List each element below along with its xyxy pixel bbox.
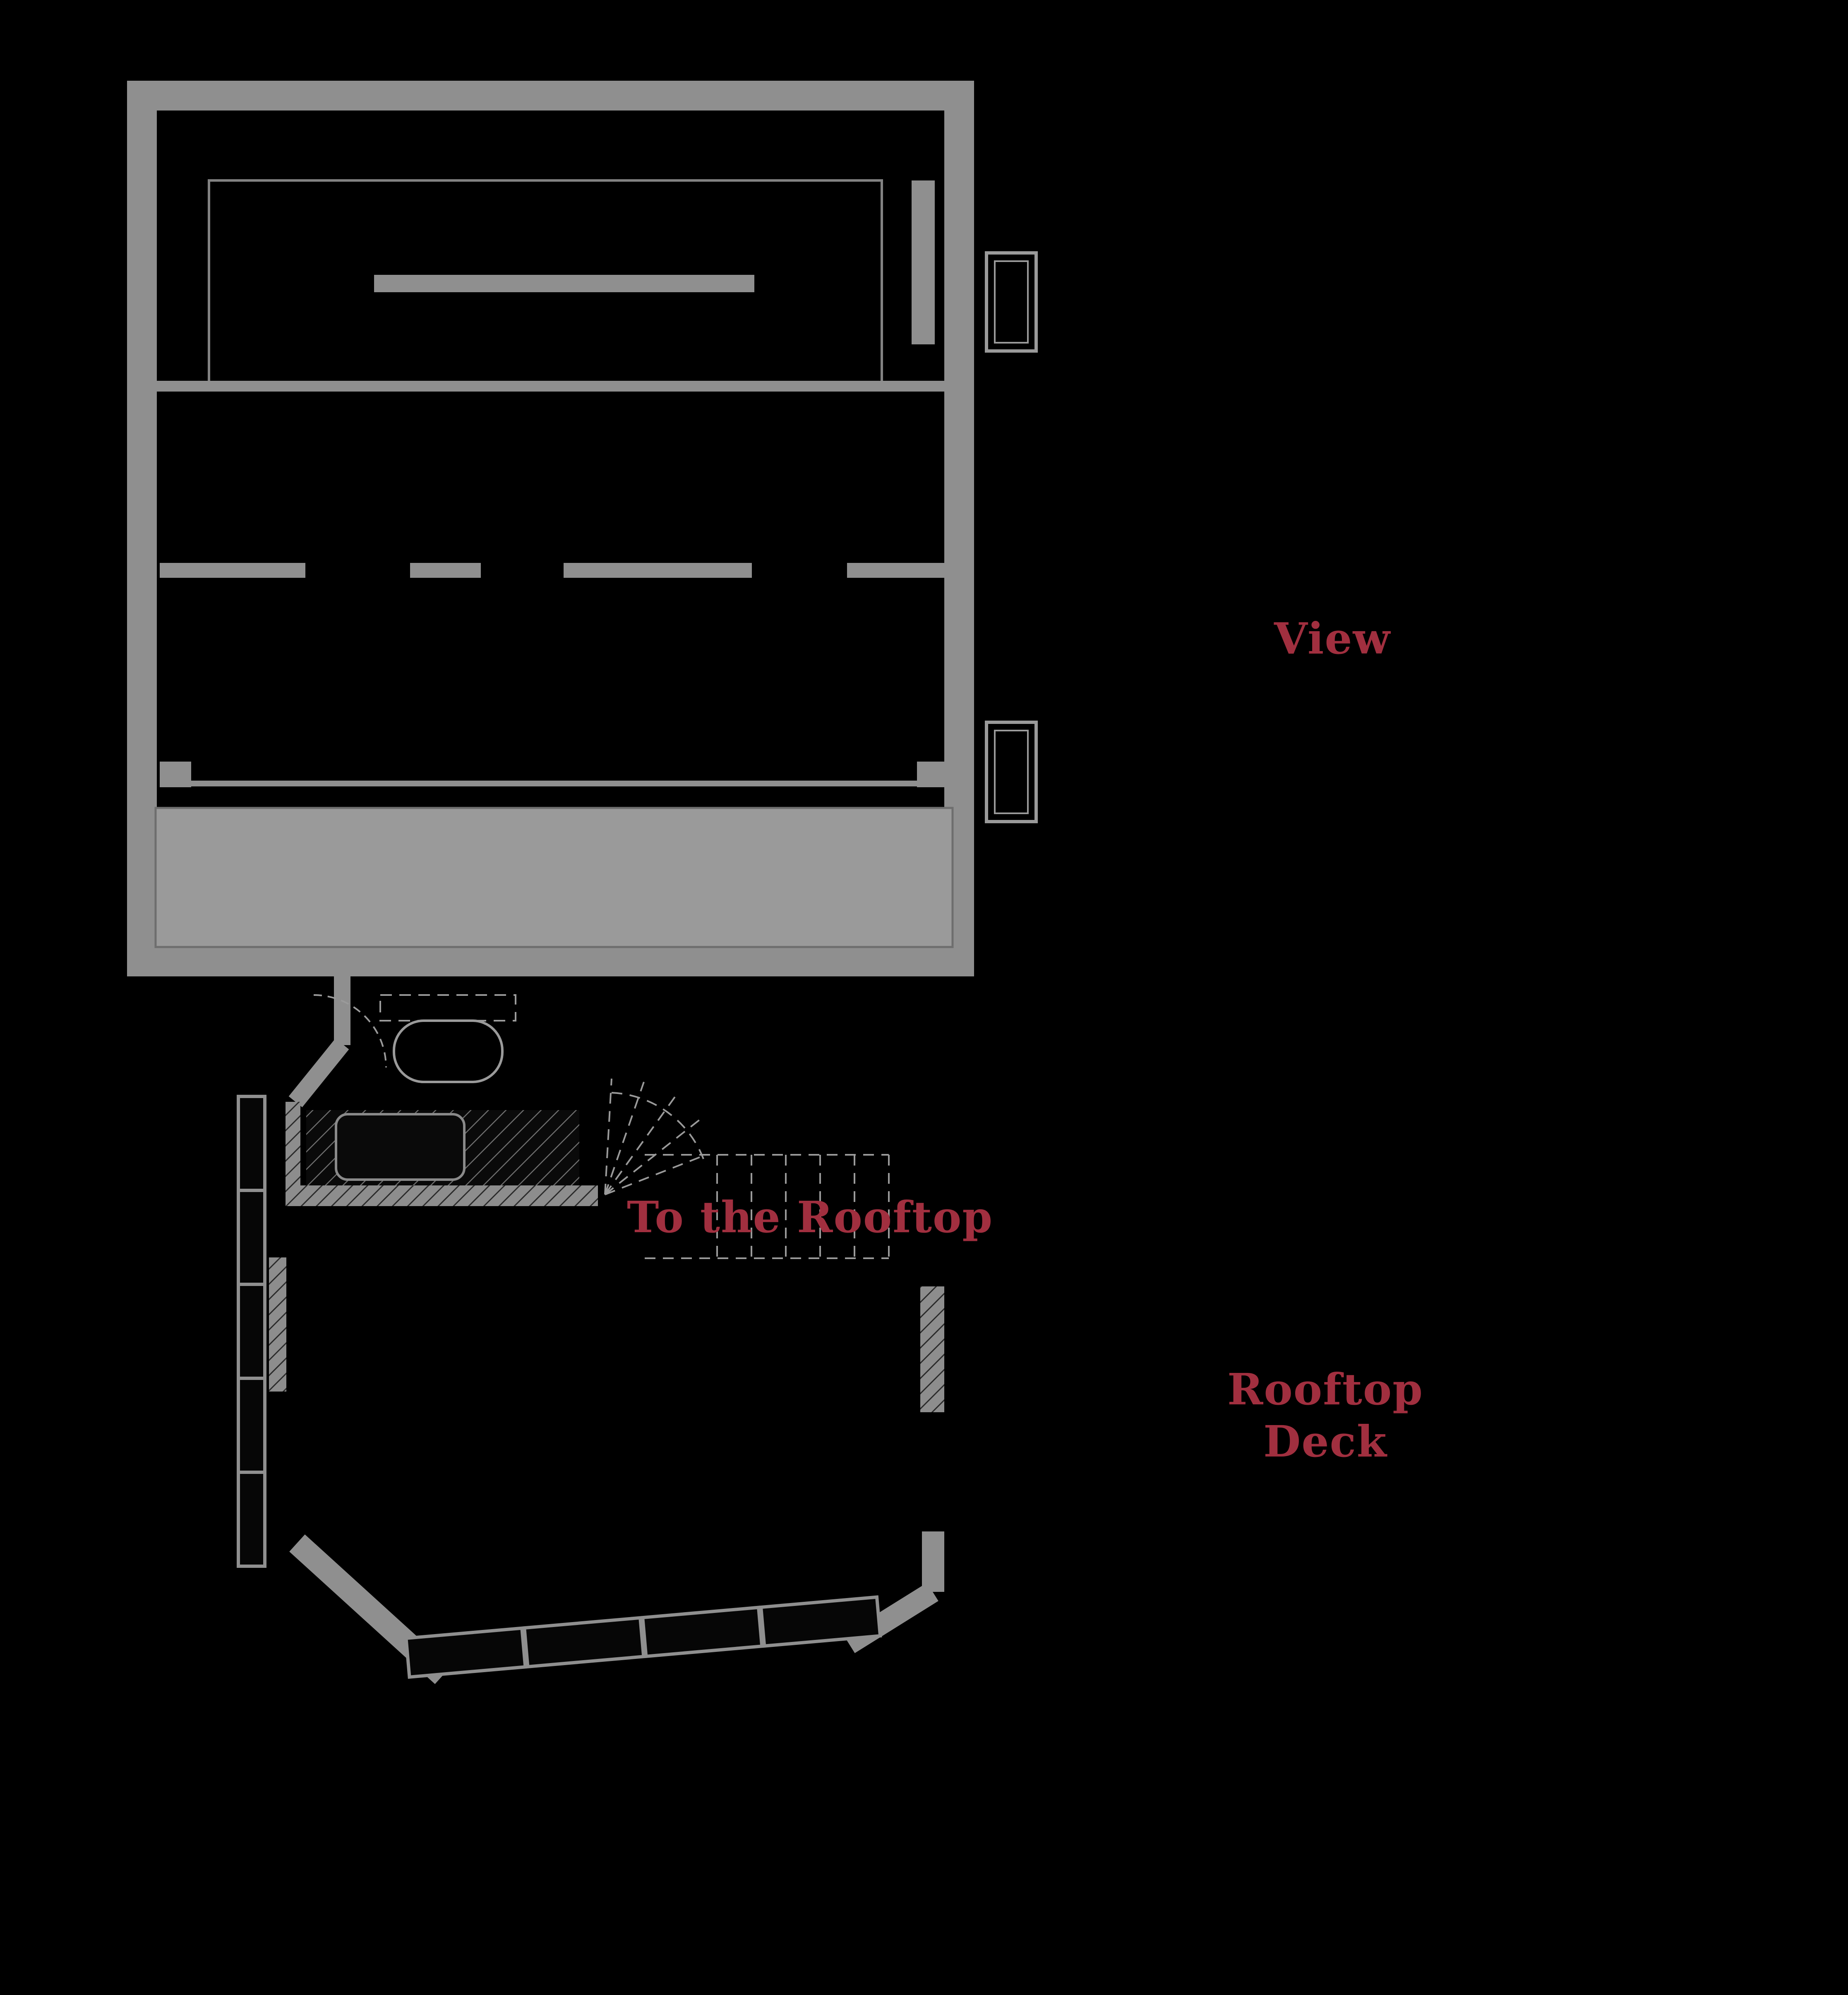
rooftop-deck-plan xyxy=(237,962,944,1684)
bathroom xyxy=(299,994,598,1206)
island-counter xyxy=(374,275,754,292)
window-bay-upper xyxy=(985,251,1038,353)
bath-left-wall-hatched xyxy=(286,1102,300,1206)
window-bay-lower xyxy=(985,721,1038,823)
bath-bottom-wall xyxy=(299,1185,598,1206)
toilet xyxy=(393,1019,504,1083)
sill-line xyxy=(160,762,954,787)
shower-enclosure xyxy=(379,994,516,1022)
rooftop-deck-label-line1: Rooftop xyxy=(1227,1364,1424,1415)
to-the-rooftop-label: To the Rooftop xyxy=(627,1192,994,1243)
view-label: View xyxy=(1274,613,1391,664)
connector-wall xyxy=(288,962,350,1108)
vanity xyxy=(335,1113,466,1181)
window-bays xyxy=(985,251,1038,823)
deck-right-wall xyxy=(920,1286,944,1412)
door-swing-arc xyxy=(313,994,387,1068)
terrace-band xyxy=(154,807,954,948)
bottom-planter-row xyxy=(404,1595,882,1679)
upper-floor-plan xyxy=(127,81,974,976)
planter-column xyxy=(237,1095,266,1568)
door-leaf xyxy=(912,180,935,344)
partition-wall xyxy=(160,563,954,578)
interior-wall-line xyxy=(157,381,956,392)
rooftop-deck-label-line2: Deck xyxy=(1263,1416,1387,1467)
stairs-to-rooftop xyxy=(604,1078,890,1259)
left-wall-hatched xyxy=(269,1257,286,1392)
